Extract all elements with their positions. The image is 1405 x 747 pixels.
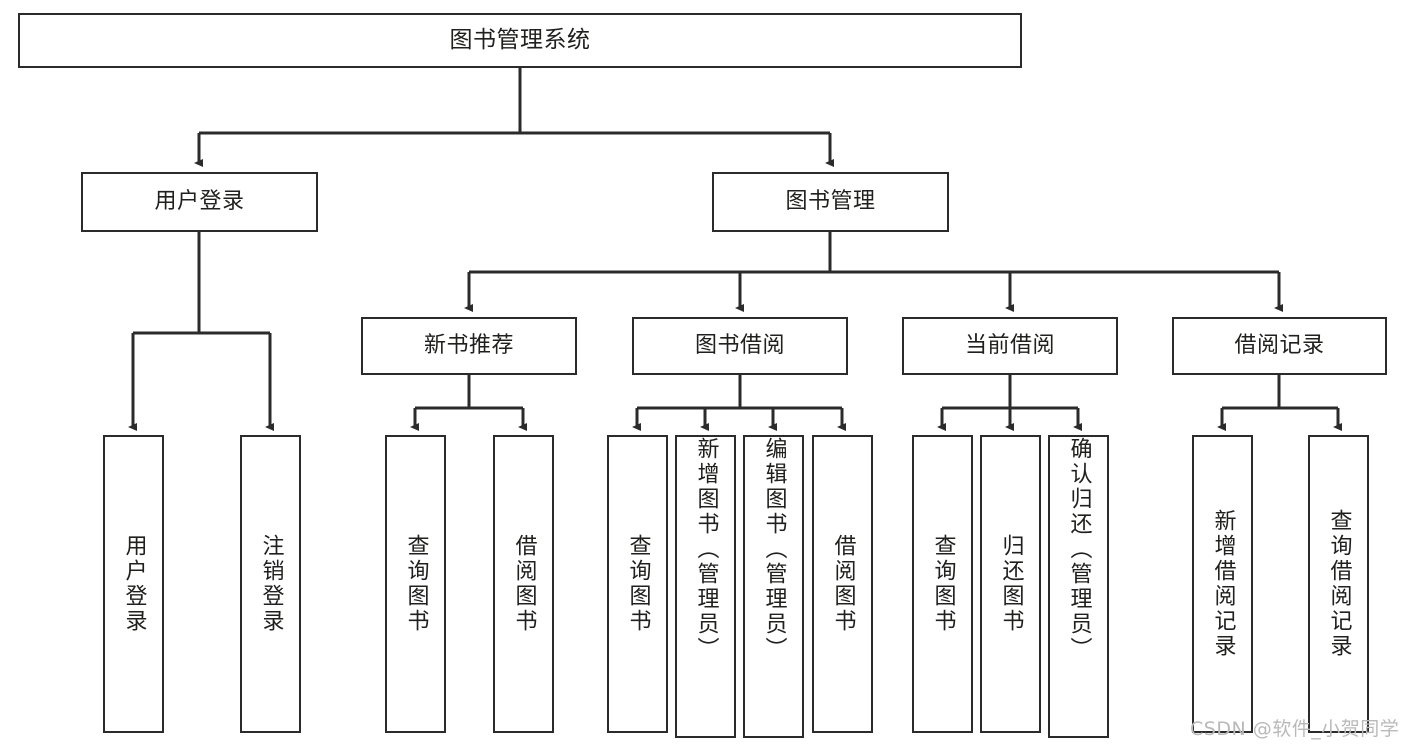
node-leaf-logout-login[interactable]: 注销登录 <box>240 435 301 733</box>
node-leaf-borrow-book-2-label: 借阅图书 <box>830 534 856 634</box>
node-leaf-confirm-return[interactable]: 确认归还（管理员） <box>1048 435 1109 738</box>
node-leaf-edit-book[interactable]: 编辑图书（管理员） <box>743 435 804 738</box>
node-borrow-record[interactable]: 借阅记录 <box>1172 317 1387 375</box>
node-book-borrow-label: 图书借阅 <box>694 333 785 359</box>
node-book-management-label: 图书管理 <box>785 189 876 215</box>
node-current-borrow[interactable]: 当前借阅 <box>902 317 1118 375</box>
node-leaf-query-book-1-label: 查询图书 <box>403 534 429 634</box>
node-leaf-query-book-3[interactable]: 查询图书 <box>912 435 973 733</box>
node-leaf-add-record[interactable]: 新增借阅记录 <box>1192 435 1253 733</box>
node-current-borrow-label: 当前借阅 <box>964 333 1055 359</box>
node-book-management[interactable]: 图书管理 <box>712 172 949 232</box>
node-new-book-recommend[interactable]: 新书推荐 <box>361 317 577 375</box>
node-leaf-logout-login-label: 注销登录 <box>258 534 284 634</box>
node-leaf-add-book[interactable]: 新增图书（管理员） <box>675 435 736 738</box>
node-leaf-return-book-label: 归还图书 <box>998 534 1024 634</box>
node-book-borrow[interactable]: 图书借阅 <box>632 317 848 375</box>
node-leaf-query-book-2-label: 查询图书 <box>625 534 651 634</box>
node-leaf-borrow-book-1-label: 借阅图书 <box>511 534 537 634</box>
node-leaf-confirm-return-label: 确认归还（管理员） <box>1066 437 1092 662</box>
node-leaf-edit-book-label: 编辑图书（管理员） <box>761 437 787 662</box>
node-leaf-query-book-1[interactable]: 查询图书 <box>385 435 446 733</box>
node-leaf-borrow-book-1[interactable]: 借阅图书 <box>493 435 554 733</box>
node-leaf-add-record-label: 新增借阅记录 <box>1210 509 1236 659</box>
node-leaf-add-book-label: 新增图书（管理员） <box>693 437 719 662</box>
node-borrow-record-label: 借阅记录 <box>1234 333 1325 359</box>
node-root[interactable]: 图书管理系统 <box>18 13 1022 68</box>
node-leaf-borrow-book-2[interactable]: 借阅图书 <box>812 435 873 733</box>
node-leaf-query-record[interactable]: 查询借阅记录 <box>1308 435 1369 733</box>
csdn-watermark: CSDN @软件_小贺同学 <box>1190 718 1400 740</box>
node-user-login-label: 用户登录 <box>154 189 245 215</box>
node-leaf-user-login[interactable]: 用户登录 <box>103 435 164 733</box>
node-root-label: 图书管理系统 <box>449 26 591 53</box>
node-leaf-return-book[interactable]: 归还图书 <box>980 435 1041 733</box>
node-user-login[interactable]: 用户登录 <box>81 172 318 232</box>
node-leaf-user-login-label: 用户登录 <box>121 534 147 634</box>
node-leaf-query-book-3-label: 查询图书 <box>930 534 956 634</box>
node-leaf-query-record-label: 查询借阅记录 <box>1326 509 1352 659</box>
node-leaf-query-book-2[interactable]: 查询图书 <box>607 435 668 733</box>
node-new-book-recommend-label: 新书推荐 <box>423 333 514 359</box>
